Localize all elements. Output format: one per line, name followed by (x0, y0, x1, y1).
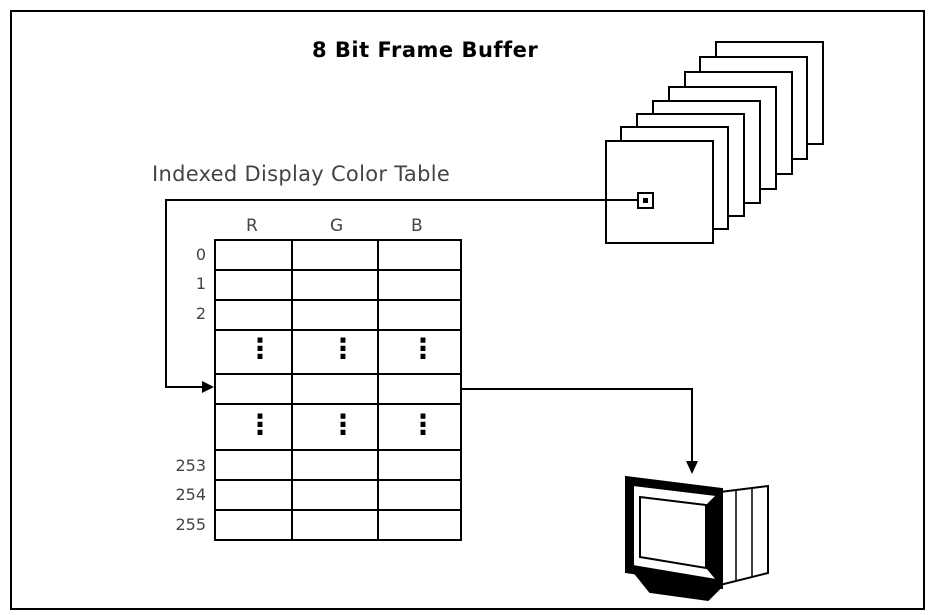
column-header-r: R (246, 216, 258, 236)
pixel-marker-dot (643, 198, 648, 203)
ellipsis-marker: ⋮ (246, 408, 274, 441)
ellipsis-marker: ⋮ (329, 332, 357, 365)
column-header-g: G (330, 216, 343, 236)
ellipsis-marker: ⋮ (409, 332, 437, 365)
row-label: 2 (166, 304, 206, 323)
diagram-title: 8 Bit Frame Buffer (312, 38, 538, 62)
row-label: 0 (166, 245, 206, 264)
ellipsis-marker: ⋮ (329, 408, 357, 441)
row-label: 254 (166, 485, 206, 504)
row-label: 255 (166, 515, 206, 534)
row-label: 1 (166, 274, 206, 293)
row-label: 253 (166, 456, 206, 475)
monitor-screen-shade (706, 495, 716, 580)
bit-plane-front (606, 141, 713, 243)
color-table-title: Indexed Display Color Table (152, 162, 450, 186)
column-header-b: B (411, 216, 423, 236)
ellipsis-marker: ⋮ (246, 332, 274, 365)
ellipsis-marker: ⋮ (409, 408, 437, 441)
